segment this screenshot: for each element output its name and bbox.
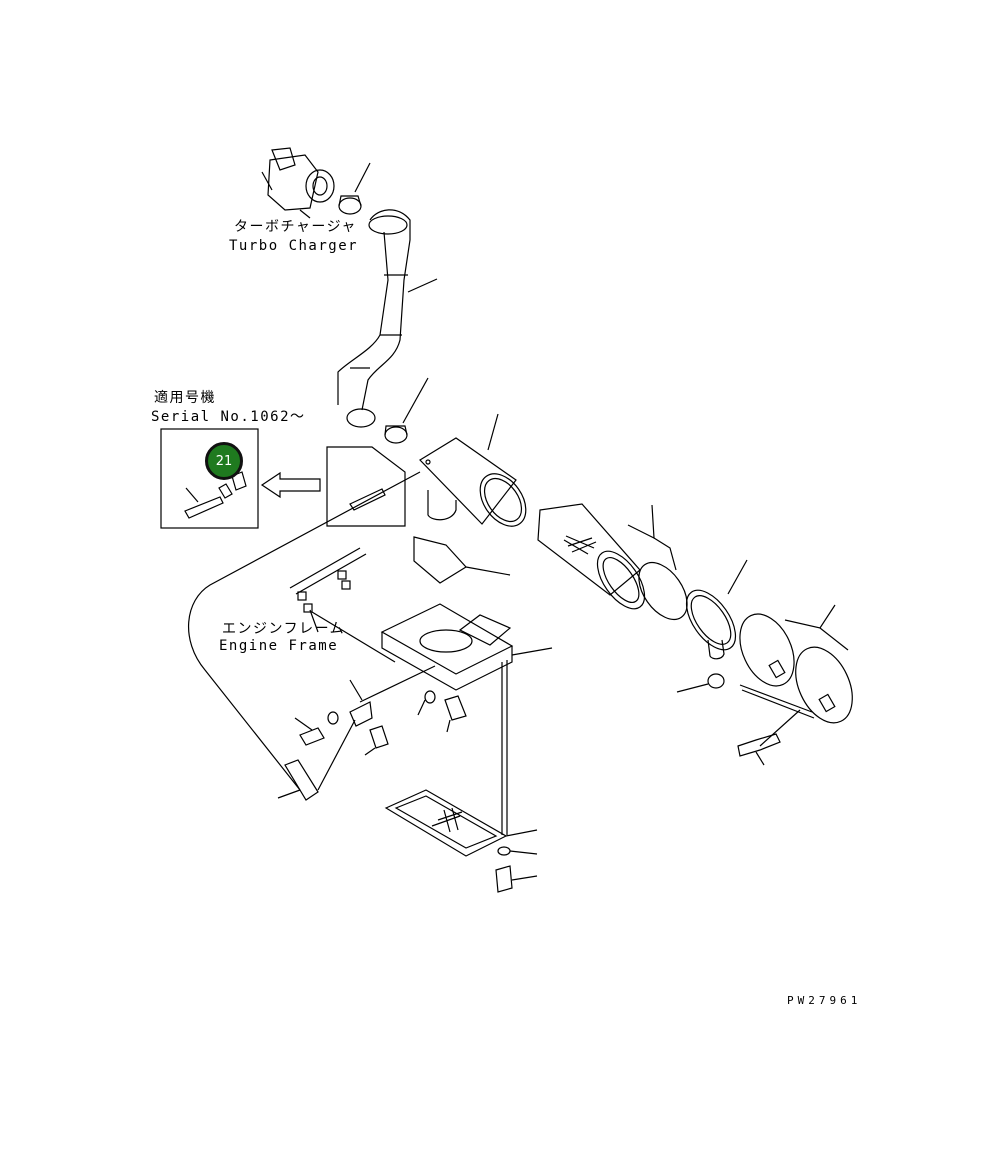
link-line [187,471,421,791]
bottom-plate [384,789,538,857]
bottom-fasteners [495,846,538,893]
o-ring [638,562,688,620]
detail-inset-box [160,428,259,529]
fasteners-left [277,665,467,801]
intake-pipe [337,209,438,428]
misc-leaders [309,609,319,633]
callout-badge-21[interactable]: 21 [205,442,243,480]
evacuator-valve [676,673,725,693]
drawing-number: PW27961 [787,994,862,1007]
engine-frame-label-jp: エンジンフレーム [222,621,346,637]
turbo-charger-label-en: Turbo Charger [229,238,359,254]
arrow-to-detail [260,471,321,499]
turbo-charger-label-jp: ターボチャージャ [234,219,357,235]
hose-clamp-top [338,162,371,215]
hose-clamp-middle [384,377,429,444]
serial-label-en: Serial No.1062～ [151,409,306,425]
air-cleaner-body [419,413,527,527]
air-cleaner-cover [685,559,748,660]
serial-label-jp: 適用号機 [154,390,216,406]
bolt-band [737,709,801,766]
turbo-charger-part [261,147,335,219]
engine-frame-label-en: Engine Frame [219,638,339,654]
bracket-plate [413,536,511,584]
engine-frame-base [289,547,553,835]
filter-element [537,503,677,610]
mounting-bands [739,604,853,724]
